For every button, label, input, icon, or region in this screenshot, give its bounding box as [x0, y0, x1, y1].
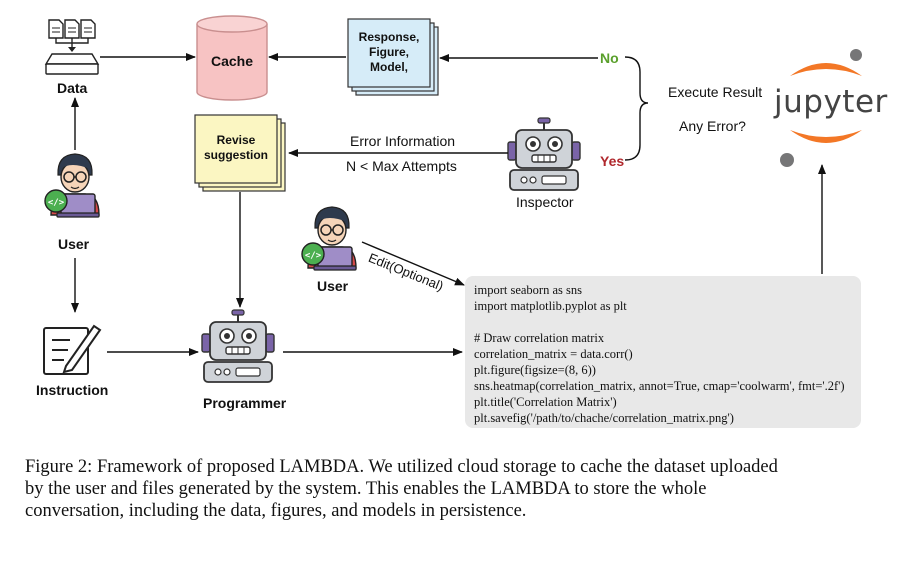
edges — [71, 53, 826, 356]
code-block — [465, 276, 861, 428]
inspector-label: Inspector — [516, 194, 574, 210]
caption-line: by the user and files generated by the s… — [25, 479, 707, 499]
figure-caption: Figure 2: Framework of proposed LAMBDA. … — [25, 456, 875, 522]
code-line: plt.figure(figsize=(8, 6)) — [474, 363, 596, 377]
revise-stack — [194, 114, 286, 192]
cache-cylinder — [196, 15, 268, 101]
revise-line-2: suggestion — [203, 148, 268, 162]
code-line: # Draw correlation matrix — [474, 331, 605, 345]
response-line-2: Figure, — [368, 45, 409, 59]
user2-avatar — [301, 206, 357, 271]
code-line: sns.heatmap(correlation_matrix, annot=Tr… — [474, 379, 845, 393]
data-icon — [44, 19, 100, 75]
caption-line: conversation, including the data, figure… — [25, 501, 527, 521]
instruction-icon — [43, 324, 102, 375]
caption-line: Figure 2: Framework of proposed LAMBDA. … — [25, 457, 778, 477]
response-box: Response, Figure, Model, — [348, 30, 430, 75]
code-line: import seaborn as sns — [474, 283, 582, 297]
programmer-label: Programmer — [203, 395, 287, 411]
user-label: User — [58, 236, 90, 252]
programmer-robot-icon — [201, 309, 275, 383]
user-avatar — [44, 153, 100, 218]
code-line: correlation_matrix = data.corr() — [474, 347, 633, 361]
any-error-label: Any Error? — [679, 118, 746, 134]
revise-line-1: Revise — [216, 133, 256, 147]
user2-label: User — [317, 278, 349, 294]
yes-label: Yes — [600, 153, 625, 169]
response-line-1: Response, — [358, 30, 420, 44]
inspector-robot-icon — [507, 117, 581, 191]
data-label: Data — [57, 80, 88, 96]
instruction-label: Instruction — [36, 382, 109, 398]
code-line: plt.title('Correlation Matrix') — [474, 395, 617, 409]
execute-result-label: Execute Result — [668, 84, 763, 100]
response-line-3: Model, — [370, 60, 408, 74]
jupyter-logo-icon — [780, 49, 862, 167]
no-label: No — [600, 50, 619, 66]
jupyter-wordmark: jupyter — [774, 84, 888, 120]
error-information-label: Error Information — [350, 133, 456, 149]
code-line: plt.savefig('/path/to/chache/correlation… — [474, 411, 734, 425]
max-attempts-label: N < Max Attempts — [346, 158, 457, 174]
code-line: import matplotlib.pyplot as plt — [474, 299, 627, 313]
cache-label: Cache — [211, 53, 254, 69]
response-stack — [347, 18, 439, 96]
revise-box: Revise suggestion — [195, 133, 277, 163]
